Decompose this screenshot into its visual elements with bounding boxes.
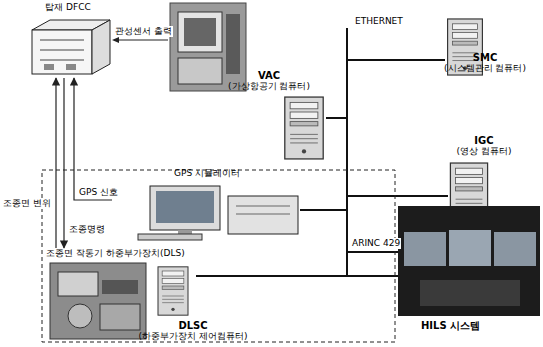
- device-node: VAC(가상항공기 컴퓨터): [214, 70, 324, 96]
- node-title: 탑재 DFCC: [45, 2, 91, 13]
- hils-region: [42, 170, 395, 342]
- node-subtitle: (하중부가장치 제어컴퓨터): [139, 331, 248, 342]
- node-title: GPS 시뮬레이터: [174, 168, 240, 179]
- edge-label: 조종면 변위: [2, 198, 52, 209]
- annotation-label: HILS 시스템: [420, 320, 481, 331]
- signal-arrow: [55, 78, 56, 248]
- dls-photo: [50, 263, 146, 339]
- node-subtitle: (가상항공기 컴퓨터): [228, 81, 310, 92]
- device-node: DLSC(하중부가장치 제어컴퓨터): [130, 264, 256, 342]
- sensor-line: [117, 40, 168, 41]
- signal-arrow: [74, 78, 112, 200]
- edge-label: GPS 신호: [78, 187, 119, 198]
- signal-arrow: [63, 78, 64, 248]
- annotation-label: 관성센서 출력: [114, 26, 173, 37]
- device-node: SMC(시스템관리 컴퓨터): [430, 52, 540, 76]
- dfcc-unit: [32, 20, 110, 74]
- annotation-label: ETHERNET: [354, 16, 404, 27]
- annotation-label: ARINC 429: [351, 238, 401, 249]
- device-node: IGC(영상 컴퓨터): [428, 135, 540, 161]
- device-node: GPS 시뮬레이터: [112, 168, 302, 242]
- node-subtitle: (영상 컴퓨터): [457, 146, 512, 157]
- bus-lines: [196, 28, 448, 276]
- node-title: IGC: [474, 135, 493, 146]
- node-title: 조종면 작동기 하중부가장치(DLS): [46, 248, 184, 259]
- vac-computer: [285, 97, 323, 159]
- gps-pc: [138, 186, 298, 240]
- dlsc-computer: [158, 267, 188, 315]
- device-node: 탑재 DFCC: [22, 2, 114, 78]
- device-node: 조종면 작동기 하중부가장치(DLS): [38, 248, 193, 340]
- edge-label: 조종명령: [68, 224, 106, 235]
- node-title: DLSC: [178, 320, 207, 331]
- node-subtitle: (시스템관리 컴퓨터): [444, 63, 526, 74]
- arrow-head: [112, 37, 119, 43]
- node-title: VAC: [258, 70, 280, 81]
- node-title: SMC: [473, 52, 498, 63]
- sensor-photo: [170, 3, 246, 91]
- display-photo: [398, 206, 540, 316]
